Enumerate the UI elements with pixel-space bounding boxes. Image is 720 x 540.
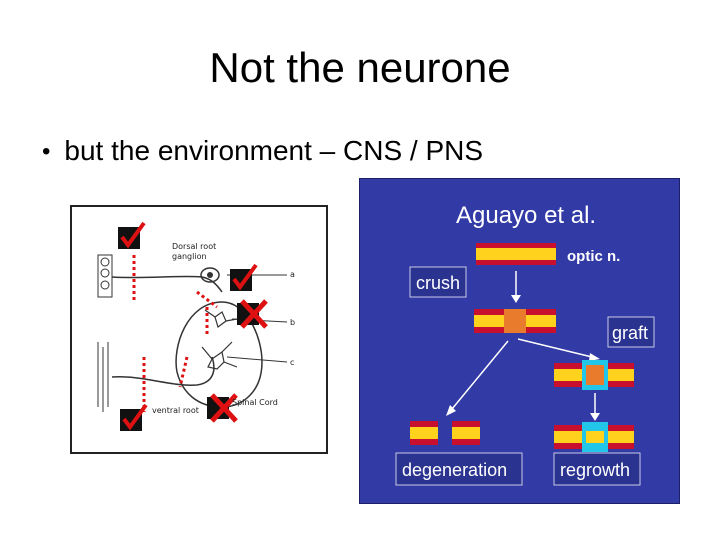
dorsal-tissue <box>97 254 113 298</box>
panel-title: Aguayo et al. <box>456 202 596 229</box>
degeneration-label: degeneration <box>402 460 507 480</box>
arrow-head-3 <box>589 353 600 361</box>
spinal-cord-diagram: Dorsal root ganglion a b c ventral root … <box>70 205 328 454</box>
label-a: a <box>290 270 295 279</box>
motor-neuron <box>201 341 238 370</box>
ganglion-cell <box>207 272 213 278</box>
crushed-nerve <box>474 309 556 333</box>
check-box-1 <box>118 221 146 249</box>
aguayo-panel: Aguayo et al. optic n. crush graft <box>359 178 680 504</box>
graft-box <box>607 316 655 348</box>
regrown-nerve <box>554 422 634 452</box>
grafted-nerve <box>554 360 634 390</box>
aguayo-figure: Aguayo et al. optic n. crush graft <box>395 202 655 486</box>
graft-label: graft <box>612 323 648 343</box>
regrowth-box <box>553 452 641 486</box>
label-b: b <box>290 318 295 327</box>
interneuron <box>204 309 238 328</box>
cross-box-1 <box>237 299 268 329</box>
regrowth-label: regrowth <box>560 460 630 480</box>
ventral-root <box>111 356 215 386</box>
red-dotted-lines <box>132 255 218 412</box>
slide-title: Not the neurone <box>209 44 511 91</box>
arrow-head-2 <box>446 405 456 416</box>
degenerated-nerve <box>410 421 480 445</box>
degeneration-box <box>395 452 523 486</box>
dorsal-root <box>111 275 223 293</box>
arrow-to-graft <box>517 338 593 358</box>
arrow-to-degeneration <box>451 340 509 410</box>
ventral-tissue <box>97 342 109 412</box>
check-box-2 <box>230 263 258 291</box>
bullet-point: • but the environment – CNS / PNS <box>42 135 483 169</box>
arrow-head-4 <box>590 413 600 421</box>
label-ganglion: ganglion <box>172 252 207 261</box>
crush-label: crush <box>416 273 460 293</box>
cross-box-2 <box>207 393 238 423</box>
bullet-dot: • <box>42 138 51 165</box>
spinal-cord-figure: Dorsal root ganglion a b c ventral root … <box>97 221 295 431</box>
label-spinal-cord: Spinal Cord <box>232 398 278 407</box>
label-c: c <box>290 358 294 367</box>
optic-nerve <box>476 243 556 265</box>
optic-label: optic n. <box>567 248 620 265</box>
label-dorsal-root: Dorsal root <box>172 242 216 251</box>
crush-box <box>409 266 467 298</box>
label-ventral-root: ventral root <box>152 406 199 415</box>
leader-c <box>226 356 288 363</box>
arrow-head-1 <box>511 295 521 303</box>
bullet-text: but the environment – CNS / PNS <box>64 135 484 166</box>
ganglion <box>200 267 220 283</box>
check-box-3 <box>120 403 148 431</box>
